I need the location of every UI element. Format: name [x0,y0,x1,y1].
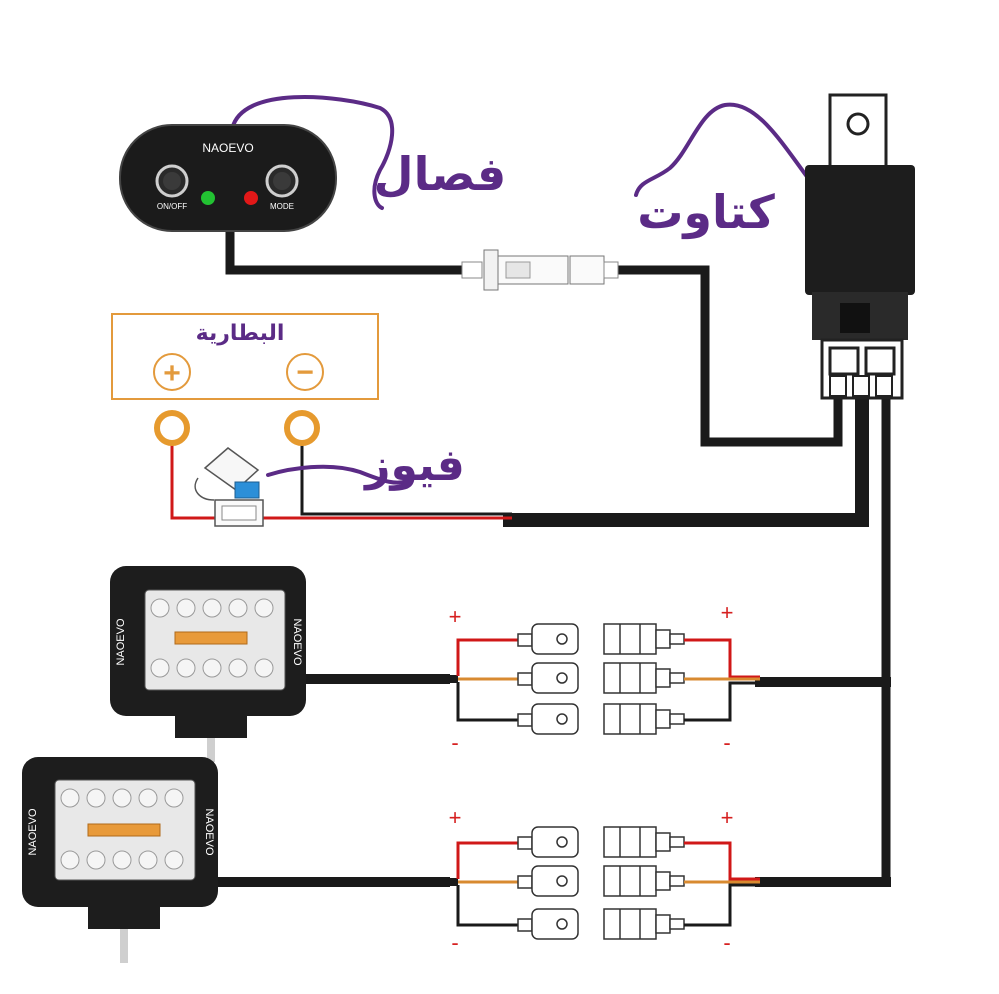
inline-connector [461,249,619,291]
battery-label: البطارية [196,321,285,346]
light-1-brand-right: NAOEVO [291,618,303,666]
connector-group-1: + - + - [445,600,760,755]
switch-panel: NAOEVO ON/OFF MODE [119,124,337,232]
sign-minus-left-2: - [451,930,458,955]
connector-group-2: + - + - [445,805,760,955]
led-light-bar-1: NAOEVO NAOEVO [110,566,306,762]
fuse-holder [194,447,264,527]
battery-plus-symbol: + [163,357,181,390]
sign-minus-left-1: - [451,730,458,755]
relay-label: كتاوت [637,185,775,239]
battery: + − [111,313,379,400]
battery-minus-symbol: − [296,356,314,389]
sign-plus-left-2: + [449,805,462,830]
green-led-indicator [201,191,215,205]
mode-label: MODE [270,202,294,211]
ring-terminal-positive [154,410,190,446]
mode-button[interactable] [265,164,299,198]
sign-minus-right-2: - [723,930,730,955]
light-2-brand-left: NAOEVO [27,808,39,856]
wire-harness [210,225,891,887]
ring-terminals [154,410,320,446]
light-2-brand-right: NAOEVO [203,808,215,856]
label-leaders [230,95,810,485]
switch-brand: NAOEVO [202,141,253,155]
fuse-label: فيوز [363,440,465,491]
led-row [60,788,184,870]
on-off-label: ON/OFF [157,202,187,211]
battery-negative-terminal: − [286,353,324,391]
sign-minus-right-1: - [723,730,730,755]
ring-terminal-negative [284,410,320,446]
switch-label: فصال [374,147,507,201]
sign-plus-right-1: + [721,600,734,625]
led-light-bar-2: NAOEVO NAOEVO [22,757,218,963]
battery-positive-terminal: + [153,353,191,391]
red-led-indicator [244,191,258,205]
fuse-wires [170,440,512,520]
relay [805,93,915,400]
sign-plus-left-1: + [449,604,462,629]
on-off-button[interactable] [155,164,189,198]
led-row [150,598,274,678]
light-1-brand-left: NAOEVO [115,618,127,666]
sign-plus-right-2: + [721,805,734,830]
